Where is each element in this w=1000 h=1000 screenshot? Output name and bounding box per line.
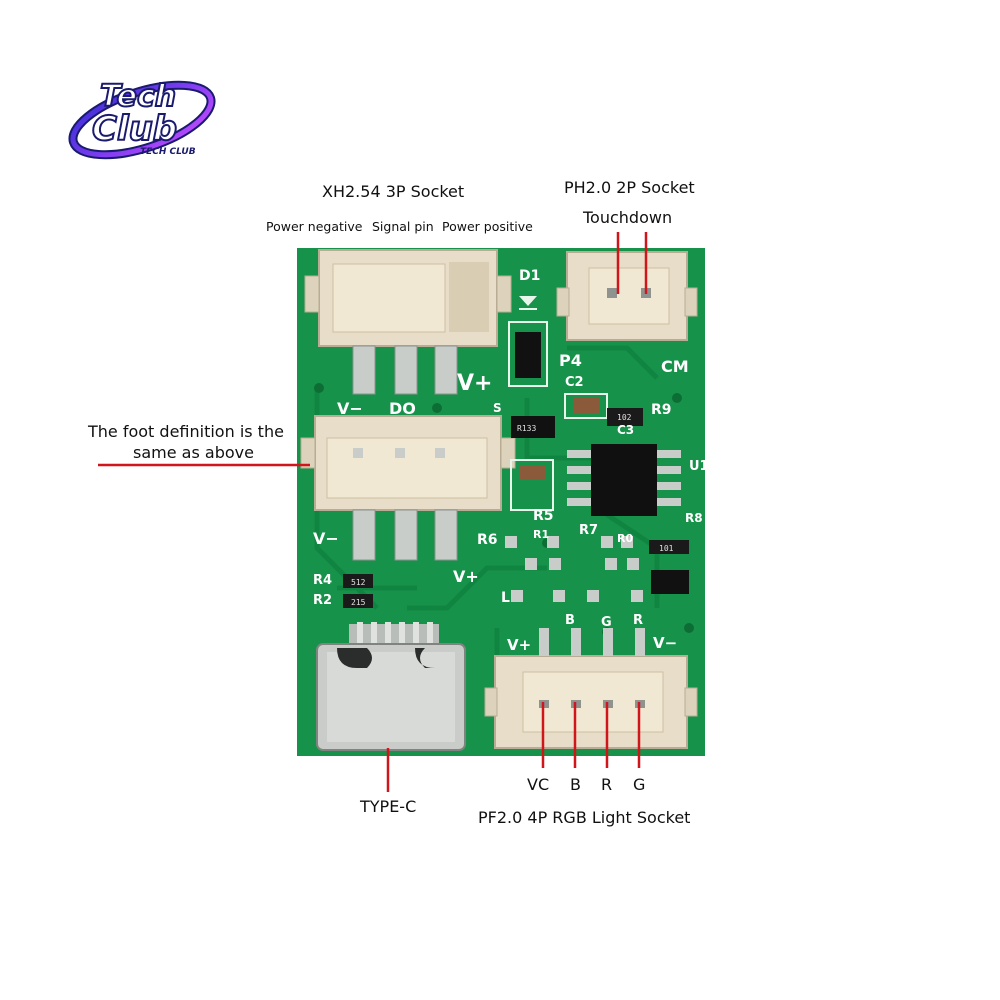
- ph-socket: [556, 251, 698, 341]
- b-label: B: [570, 775, 581, 794]
- silk-d1: D1: [519, 268, 540, 284]
- silk-r1: R1: [533, 528, 549, 541]
- g-label: G: [633, 775, 646, 794]
- resistor-chip-e: [649, 540, 689, 554]
- xh-socket-top: [304, 249, 512, 395]
- smd-pads: [505, 536, 643, 602]
- resistor-r4: [343, 574, 373, 588]
- silk-r8: R8: [685, 511, 703, 525]
- capacitor-c-r5: [510, 459, 554, 511]
- foot-definition-line2: same as above: [133, 443, 254, 462]
- tech-club-logo: Tech Club TECH CLUB: [68, 78, 216, 160]
- silk-r0: R0: [617, 532, 633, 545]
- usb-type-c-connector: [316, 622, 466, 751]
- chip-b-marking: 102: [617, 413, 632, 422]
- silk-vplus-mid: V+: [453, 567, 479, 586]
- silk-r9: R9: [651, 402, 672, 418]
- power-negative-label: Power negative: [266, 219, 363, 234]
- chip-c-marking: 512: [351, 578, 366, 587]
- silk-u1: U1: [689, 459, 705, 474]
- signal-pin-label: Signal pin: [372, 219, 434, 234]
- touchdown-label: Touchdown: [583, 208, 673, 227]
- foot-definition-line1: The foot definition is the: [88, 422, 284, 441]
- silk-do: DO: [389, 399, 416, 418]
- xh-socket-label: XH2.54 3P Socket: [322, 182, 465, 201]
- silk-s: S: [493, 401, 502, 415]
- silk-r4: R4: [313, 573, 332, 588]
- transistor-chip-b: [651, 570, 689, 594]
- pcb-board: D1 P4 CM C2 R9 C3 U1 V+ S V− DO R5 R6 R7…: [297, 248, 705, 756]
- chip-a-marking: R133: [517, 424, 536, 433]
- silk-vminus-mid: V−: [313, 529, 339, 548]
- pf-socket-label: PF2.0 4P RGB Light Socket: [478, 808, 691, 827]
- silk-vplus-bot: V+: [507, 636, 531, 654]
- logo-text-mid: Club: [92, 109, 177, 149]
- silk-p4: P4: [559, 351, 582, 370]
- ph-socket-label: PH2.0 2P Socket: [564, 178, 695, 197]
- type-c-label: TYPE-C: [360, 797, 417, 816]
- logo-text-small: TECH CLUB: [140, 147, 196, 157]
- silk-r7: R7: [579, 523, 598, 538]
- silk-vminus-bot: V−: [653, 634, 677, 652]
- vc-label: VC: [527, 775, 550, 794]
- silk-cm: CM: [661, 357, 689, 376]
- silk-vminus-top: V−: [337, 399, 363, 418]
- chip-d-marking: 215: [351, 598, 366, 607]
- silk-l-mark: L: [501, 590, 510, 606]
- silk-r-bot: R: [633, 613, 643, 628]
- capacitor-c2: [564, 393, 608, 419]
- silk-vplus-top: V+: [457, 371, 492, 396]
- silk-g-bot: G: [601, 615, 612, 630]
- ic-u1: [567, 444, 681, 516]
- diode-d1: [508, 296, 548, 387]
- silk-c3: C3: [617, 423, 634, 437]
- silk-b-bot: B: [565, 613, 575, 628]
- xh-socket-middle: [300, 415, 516, 561]
- power-positive-label: Power positive: [442, 219, 533, 234]
- resistor-r2: [343, 594, 373, 608]
- logo-text-top: Tech: [100, 79, 176, 114]
- silk-r5: R5: [533, 508, 554, 524]
- resistor-r9: [607, 408, 643, 426]
- chip-e-marking: 101: [659, 544, 674, 553]
- silk-c2: C2: [565, 375, 584, 390]
- transistor-chip-a: [511, 416, 555, 438]
- silk-r2: R2: [313, 593, 332, 608]
- pf-rgb-socket: [484, 628, 698, 749]
- r-label: R: [601, 775, 613, 794]
- silk-r6: R6: [477, 532, 498, 548]
